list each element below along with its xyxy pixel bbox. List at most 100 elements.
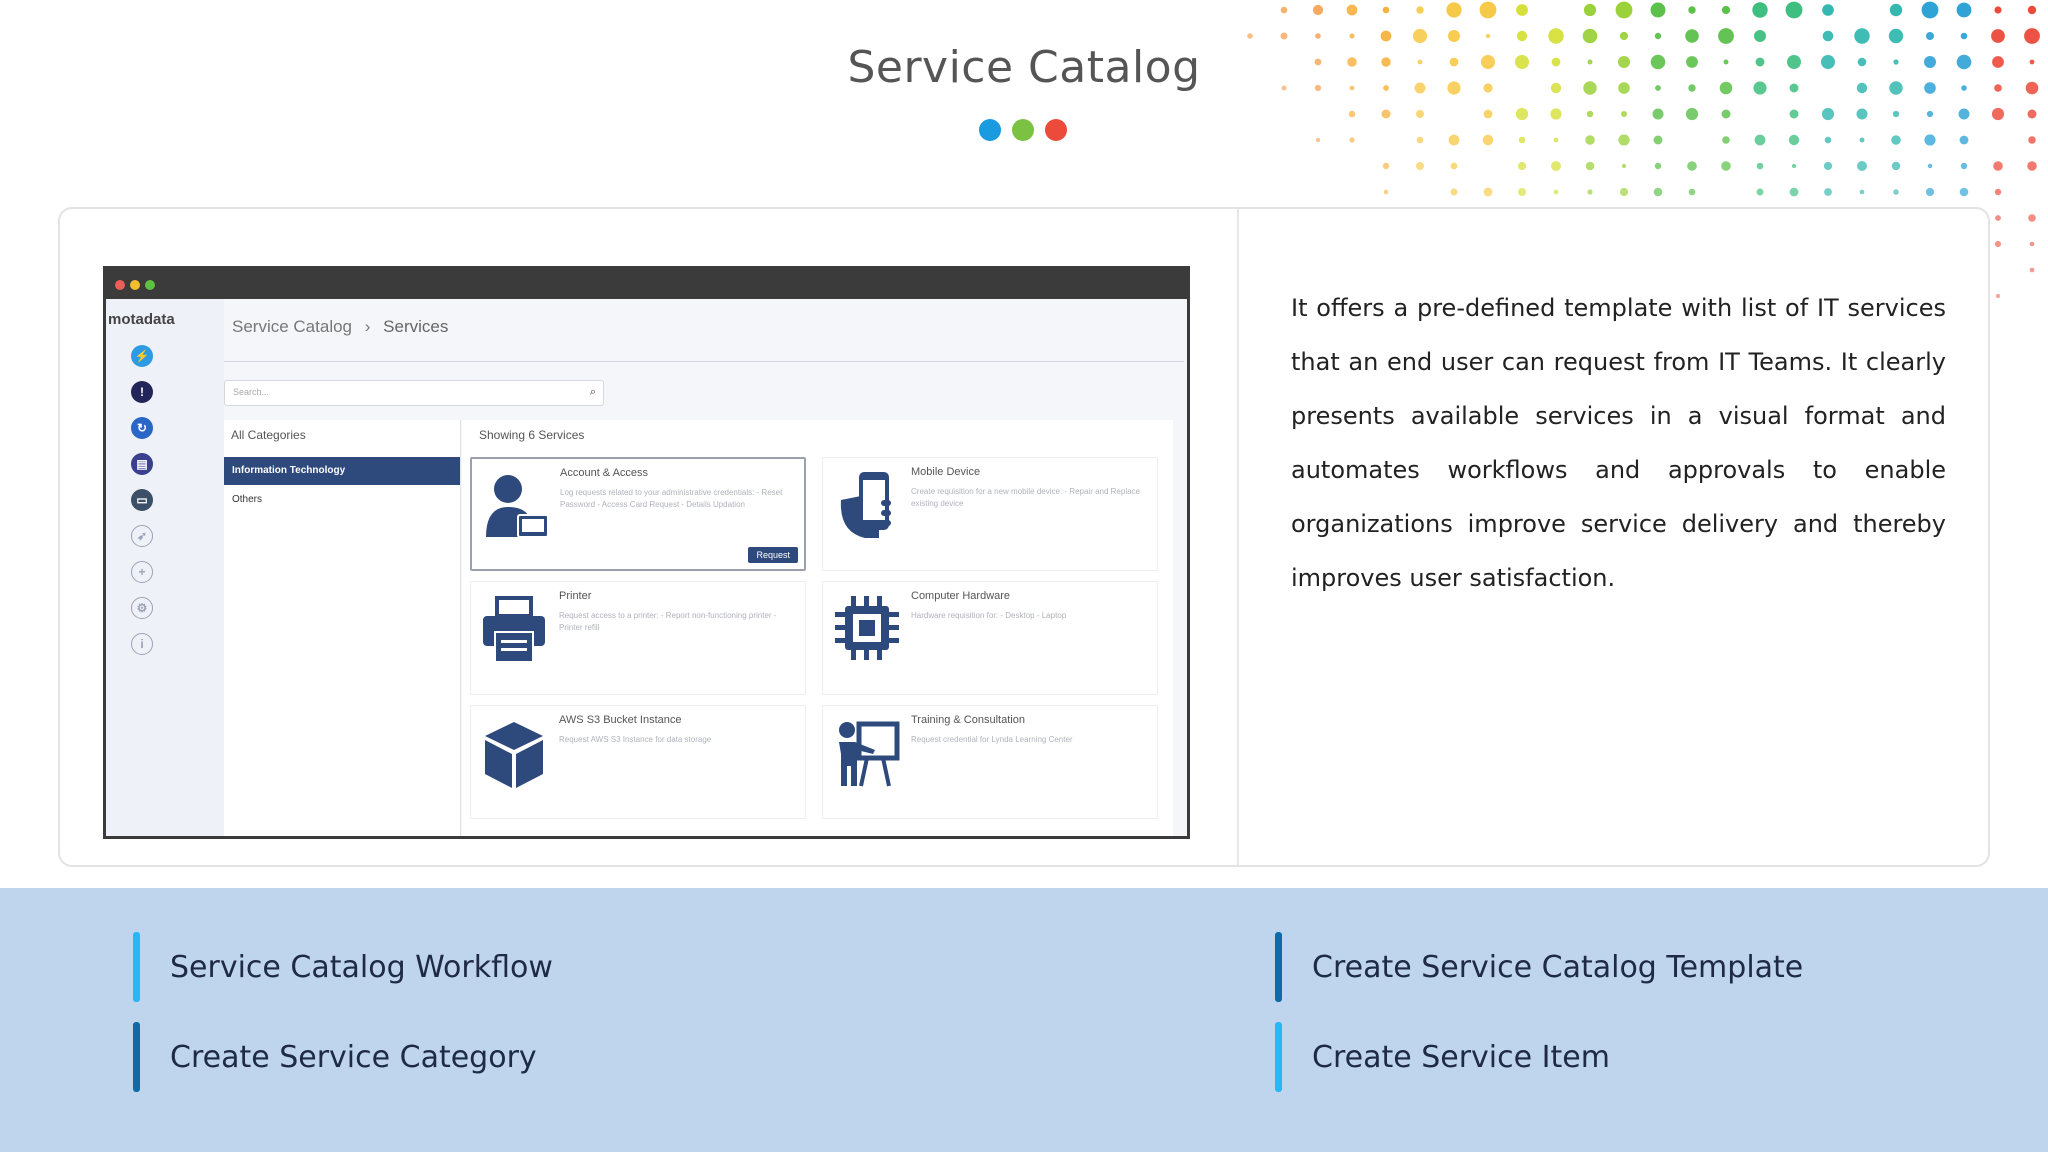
decorative-dot: [1653, 187, 1663, 197]
decorative-dot: [1382, 6, 1390, 14]
decorative-dot: [1615, 1, 1633, 19]
decorative-dot: [1553, 189, 1559, 195]
decorative-dot: [1346, 4, 1358, 16]
decorative-dot: [1650, 54, 1666, 70]
service-name: Account & Access: [560, 467, 649, 479]
refresh-icon[interactable]: ↻: [131, 417, 153, 439]
accent-bar: [133, 932, 140, 1002]
document-icon[interactable]: ▤: [131, 453, 153, 475]
decorative-dot: [1787, 55, 1801, 69]
link-create-service-category[interactable]: Create Service Category: [133, 1022, 537, 1092]
decorative-dot: [1447, 81, 1461, 95]
cpu-chip-icon: [835, 596, 899, 660]
service-card-training[interactable]: Training & Consultation Request credenti…: [822, 705, 1158, 819]
lightning-icon[interactable]: ⚡: [131, 345, 153, 367]
decorative-dot: [1723, 59, 1729, 65]
link-create-service-item[interactable]: Create Service Item: [1275, 1022, 1610, 1092]
decorative-dot: [1926, 110, 1934, 118]
search-input[interactable]: Search... ⌕: [224, 380, 604, 406]
decorative-dot: [1722, 136, 1730, 144]
decorative-dot: [1856, 108, 1868, 120]
decorative-dot: [1483, 187, 1493, 197]
decorative-dot: [1857, 161, 1867, 171]
link-label[interactable]: Service Catalog Workflow: [170, 949, 553, 985]
link-label[interactable]: Create Service Item: [1312, 1039, 1610, 1075]
rocket-icon[interactable]: ➶: [131, 525, 153, 547]
service-card-printer[interactable]: Printer Request access to a printer: - R…: [470, 581, 806, 695]
service-name: AWS S3 Bucket Instance: [559, 714, 682, 726]
decorative-dot: [1518, 188, 1526, 196]
request-button[interactable]: Request: [748, 547, 798, 563]
decorative-dot: [1685, 107, 1699, 121]
link-label[interactable]: Create Service Catalog Template: [1312, 949, 1804, 985]
decorative-dot: [1891, 135, 1901, 145]
decorative-dot: [1449, 57, 1459, 67]
title-decoration: [979, 119, 1067, 141]
decorative-dot: [1450, 188, 1458, 196]
decorative-dot: [1991, 29, 2005, 43]
decorative-dot: [1587, 59, 1593, 65]
decorative-dot: [1956, 2, 1972, 18]
decorative-dot: [2029, 241, 2035, 247]
decorative-dot: [1927, 163, 1933, 169]
decorative-dot: [1893, 189, 1899, 195]
decorative-dot: [1383, 85, 1389, 91]
app-screenshot-window: motadata ⚡ ! ↻ ▤ ▭ ➶ + ⚙ i Service Catal…: [103, 266, 1190, 839]
category-panel: All Categories Information Technology Ot…: [224, 420, 461, 836]
decorative-dot: [1752, 2, 1768, 18]
decorative-dot: [1961, 85, 1967, 91]
decorative-dot: [1412, 28, 1428, 44]
plus-icon[interactable]: +: [131, 561, 153, 583]
decorative-dot: [1380, 30, 1392, 42]
decorative-dot: [1824, 188, 1832, 196]
decorative-dot: [1959, 135, 1969, 145]
services-grid: Showing 6 Services Account & Access Log …: [462, 420, 1173, 836]
decorative-dot: [1515, 107, 1529, 121]
search-placeholder: Search...: [233, 387, 270, 397]
decorative-dot: [1383, 189, 1389, 195]
category-item-others[interactable]: Others: [232, 494, 263, 505]
decorative-dot: [1995, 215, 2001, 221]
search-icon[interactable]: ⌕: [589, 386, 596, 398]
alert-icon[interactable]: !: [131, 381, 153, 403]
decorative-dot: [1924, 134, 1936, 146]
decorative-dot: [1550, 82, 1562, 94]
decorative-dot: [1854, 28, 1870, 44]
decorative-dot: [1921, 1, 1939, 19]
monitor-icon[interactable]: ▭: [131, 489, 153, 511]
presenter-board-icon: [839, 721, 900, 787]
link-service-catalog-workflow[interactable]: Service Catalog Workflow: [133, 932, 553, 1002]
decorative-dot: [1688, 6, 1696, 14]
decorative-dot: [1349, 85, 1355, 91]
decorative-dot: [1654, 162, 1662, 170]
breadcrumb-root[interactable]: Service Catalog: [232, 317, 353, 336]
decorative-dot: [1619, 31, 1629, 41]
decorative-dot: [1753, 81, 1767, 95]
link-label[interactable]: Create Service Category: [170, 1039, 537, 1075]
decorative-dot: [1792, 164, 1796, 168]
category-item-information-technology[interactable]: Information Technology: [224, 457, 460, 485]
decorative-dot: [1926, 32, 1934, 40]
service-card-aws-s3[interactable]: AWS S3 Bucket Instance Request AWS S3 In…: [470, 705, 806, 819]
link-create-service-catalog-template[interactable]: Create Service Catalog Template: [1275, 932, 1803, 1002]
decorative-dot: [1655, 85, 1661, 91]
service-name: Training & Consultation: [911, 714, 1025, 726]
service-card-account-access[interactable]: Account & Access Log requests related to…: [470, 457, 806, 571]
decorative-dot: [1483, 83, 1493, 93]
close-dot-icon: [115, 280, 125, 290]
decorative-dot: [1618, 134, 1630, 146]
service-description: Log requests related to your administrat…: [560, 488, 783, 509]
decorative-dot: [2028, 214, 2036, 222]
services-count: Showing 6 Services: [479, 428, 585, 442]
gear-icon[interactable]: ⚙: [131, 597, 153, 619]
decorative-dot: [1483, 109, 1493, 119]
decorative-dot: [1687, 161, 1697, 171]
decorative-dot: [1754, 134, 1766, 146]
info-icon[interactable]: i: [131, 633, 153, 655]
service-card-mobile-device[interactable]: Mobile Device Create requisition for a n…: [822, 457, 1158, 571]
decorative-dot: [1823, 161, 1833, 171]
service-card-computer-hardware[interactable]: Computer Hardware Hardware requisition f…: [822, 581, 1158, 695]
decorative-dot: [1381, 109, 1391, 119]
decorative-dot: [1515, 55, 1529, 69]
app-sidebar: motadata ⚡ ! ↻ ▤ ▭ ➶ + ⚙ i: [106, 299, 224, 836]
